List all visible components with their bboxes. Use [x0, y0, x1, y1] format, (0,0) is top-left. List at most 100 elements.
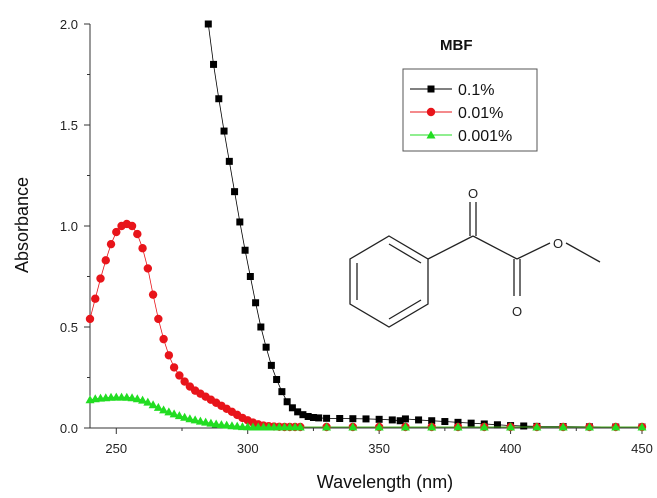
data-point: [336, 415, 344, 423]
data-point: [294, 408, 302, 416]
data-point: [190, 415, 200, 424]
ring-double-bond: [388, 243, 422, 264]
data-point: [323, 414, 331, 422]
data-point: [479, 422, 489, 431]
data-point: [220, 127, 228, 135]
y-tick-label: 1.0: [60, 219, 78, 234]
data-point: [85, 314, 95, 324]
data-point: [175, 371, 184, 380]
bond: [472, 235, 518, 260]
data-point: [267, 361, 275, 369]
bond: [427, 235, 474, 260]
data-point: [322, 422, 332, 431]
data-point: [309, 413, 317, 421]
y-tick-label: 1.5: [60, 118, 78, 133]
y-tick-label: 0.0: [60, 421, 78, 436]
data-point: [180, 412, 190, 421]
x-axis-title: Wavelength (nm): [317, 472, 453, 492]
data-point: [112, 227, 121, 237]
data-point: [454, 418, 462, 426]
data-point: [441, 418, 449, 426]
ring-double-bond: [388, 299, 422, 320]
data-point: [201, 417, 211, 426]
data-point: [225, 157, 233, 165]
data-point: [195, 416, 205, 425]
data-point: [262, 343, 270, 351]
legend-marker: [426, 107, 436, 117]
data-point: [288, 404, 296, 412]
data-point: [273, 376, 281, 384]
data-point: [401, 415, 409, 423]
data-point: [127, 393, 137, 402]
data-point: [185, 414, 195, 423]
data-point: [520, 422, 528, 430]
data-point: [362, 415, 370, 423]
data-point: [164, 351, 174, 360]
data-point: [295, 422, 305, 431]
y-tick-label: 0.5: [60, 320, 78, 335]
series-circle: [85, 219, 647, 432]
molecule-structure: [349, 202, 601, 328]
series-line: [89, 223, 642, 428]
data-point: [96, 274, 105, 283]
data-point: [584, 422, 594, 431]
data-point: [304, 412, 312, 420]
data-point: [106, 239, 116, 249]
series-layer: [85, 20, 647, 432]
data-point: [159, 334, 168, 344]
data-point: [611, 422, 621, 431]
data-point: [91, 294, 100, 303]
data-point: [154, 314, 163, 324]
series-triangle: [85, 392, 647, 431]
bond: [565, 242, 601, 263]
x-tick-label: 400: [500, 441, 522, 456]
data-point: [143, 264, 153, 273]
data-point: [143, 397, 153, 406]
legend-label: 0.01%: [458, 105, 503, 122]
data-point: [169, 409, 179, 418]
x-axis: 250 300 350 400 450: [105, 428, 653, 456]
data-point: [415, 416, 423, 424]
data-point: [164, 407, 174, 416]
x-tick-label: 350: [368, 441, 390, 456]
y-axis-title: Absorbance: [12, 177, 32, 273]
oxygen-atom-label: O: [468, 186, 478, 201]
legend-label: 0.001%: [458, 128, 512, 145]
data-point: [148, 290, 158, 299]
data-point: [127, 221, 137, 231]
data-point: [427, 422, 437, 431]
oxygen-atom-label: O: [553, 236, 563, 251]
data-point: [493, 421, 501, 429]
data-point: [467, 419, 475, 427]
data-point: [349, 415, 357, 423]
data-point: [396, 417, 404, 425]
legend-box: [402, 68, 538, 152]
data-point: [532, 422, 542, 431]
data-point: [506, 422, 516, 431]
data-point: [138, 395, 148, 404]
data-point: [453, 422, 463, 431]
y-axis: 0.00.51.01.52.0: [60, 17, 90, 436]
data-point: [241, 246, 249, 254]
benzene-ring: [349, 235, 429, 328]
x-tick-label: 250: [105, 441, 127, 456]
data-point: [174, 411, 184, 420]
data-point: [257, 323, 265, 331]
legend-marker: [427, 85, 435, 93]
data-point: [278, 388, 286, 396]
data-point: [283, 398, 291, 406]
x-tick-label: 450: [631, 441, 653, 456]
data-point: [210, 60, 218, 68]
data-point: [231, 188, 239, 196]
data-point: [206, 418, 216, 427]
data-point: [204, 20, 212, 28]
data-point: [558, 422, 568, 431]
oxygen-atom-label: O: [512, 304, 522, 319]
data-point: [637, 422, 647, 431]
data-point: [348, 422, 358, 431]
data-point: [133, 229, 142, 239]
legend: 0.1%0.01%0.001%: [402, 68, 538, 152]
x-tick-label: 300: [237, 441, 259, 456]
data-point: [315, 414, 323, 422]
